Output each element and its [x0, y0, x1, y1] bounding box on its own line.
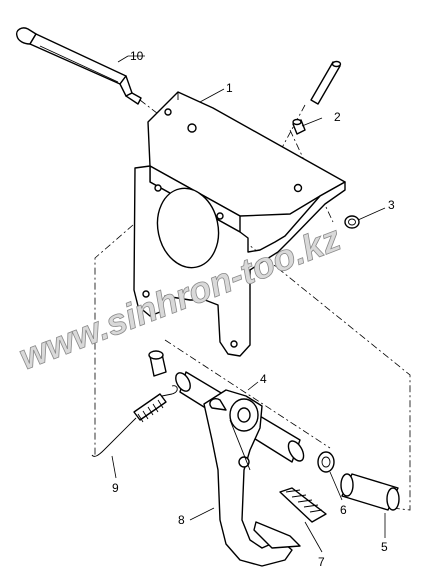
part-6-bushing [317, 451, 335, 473]
part-8-pedal-arm [203, 389, 301, 567]
callout-7: 7 [318, 555, 325, 569]
callout-6: 6 [340, 503, 347, 517]
callout-4: 4 [260, 372, 267, 386]
callout-1: 1 [226, 81, 233, 95]
part-5-sleeve [340, 473, 400, 511]
callout-9: 9 [112, 481, 119, 495]
part-10-pivot-pin [15, 27, 142, 105]
part-1-pedal-bracket [133, 91, 346, 357]
part-2-pin-and-collar [292, 60, 342, 135]
callout-10: 10 [130, 49, 144, 63]
callout-5: 5 [381, 540, 388, 554]
part-7-pedal-pad [279, 487, 327, 523]
pedal-top-bushing [148, 350, 167, 377]
callout-2: 2 [334, 110, 341, 124]
callout-3: 3 [388, 198, 395, 212]
leader-lines [111, 55, 386, 553]
callout-labels: 10 1 2 3 4 5 6 7 8 9 [112, 49, 395, 569]
callout-8: 8 [178, 513, 185, 527]
part-3-bushing [344, 215, 360, 229]
part-9-return-spring [91, 385, 178, 457]
